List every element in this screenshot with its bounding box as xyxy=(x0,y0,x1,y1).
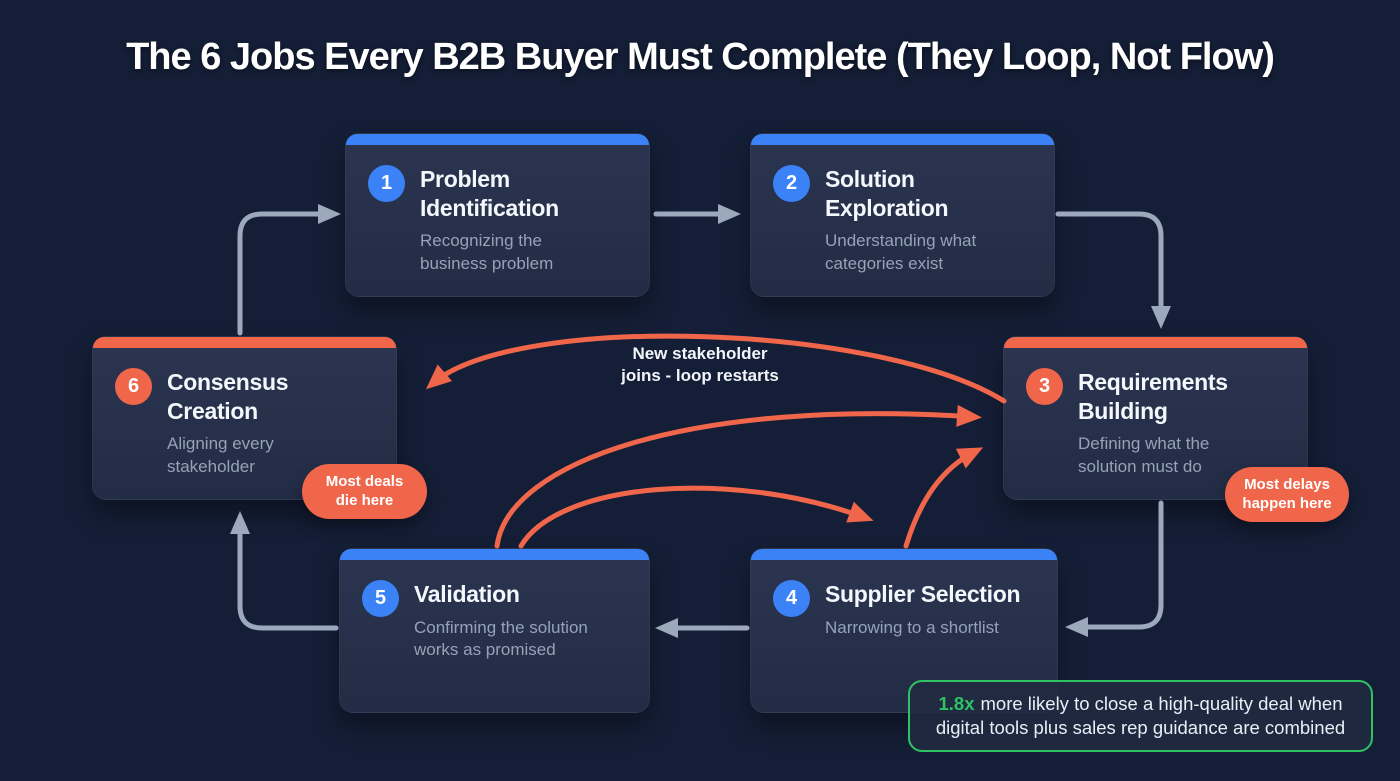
step-number-badge: 5 xyxy=(362,580,399,617)
card-accent-bar xyxy=(93,337,396,348)
step-number-badge: 6 xyxy=(115,368,152,405)
loop-note: New stakeholder joins - loop restarts xyxy=(585,343,815,387)
arrow-solution-to-requirements xyxy=(1055,211,1171,329)
step-number: 3 xyxy=(1038,375,1051,397)
stat-text: more likely to close a high-quality deal… xyxy=(935,692,1346,738)
card-accent-bar xyxy=(340,549,649,560)
card-title: Consensus Creation xyxy=(167,369,289,424)
job-card-requirements-building: 3 Requirements Building Defining what th… xyxy=(1003,336,1308,500)
step-number-badge: 1 xyxy=(368,165,405,202)
badge-most-deals-die-here: Most deals die here xyxy=(302,464,427,519)
diagram-title: The 6 Jobs Every B2B Buyer Must Complete… xyxy=(126,36,1275,78)
arrow-requirements-to-supplier xyxy=(1065,500,1164,637)
step-number: 6 xyxy=(127,375,140,397)
badge-most-delays-happen-here: Most delays happen here xyxy=(1225,467,1349,522)
arrow-supplier-to-requirements xyxy=(903,447,984,549)
card-accent-bar xyxy=(751,134,1054,145)
arrow-validation-to-requirements xyxy=(494,404,982,549)
job-card-solution-exploration: 2 Solution Exploration Understanding wha… xyxy=(750,133,1055,297)
card-title: Requirements Building xyxy=(1078,369,1228,424)
step-number: 4 xyxy=(785,587,798,609)
card-accent-bar xyxy=(346,134,649,145)
loop-note-line1: New stakeholder xyxy=(632,344,768,363)
card-subtitle: Narrowing to a shortlist xyxy=(825,617,999,637)
step-number-badge: 3 xyxy=(1026,368,1063,405)
card-subtitle: Aligning every stakeholder xyxy=(167,434,274,476)
job-card-validation: 5 Validation Confirming the solution wor… xyxy=(339,548,650,713)
step-number-badge: 4 xyxy=(773,580,810,617)
step-number: 5 xyxy=(374,587,387,609)
step-number: 1 xyxy=(380,172,393,194)
card-title: Problem Identification xyxy=(420,166,559,221)
card-subtitle: Understanding what categories exist xyxy=(825,231,977,273)
arrow-consensus-to-problem xyxy=(237,204,341,336)
card-accent-bar xyxy=(751,549,1057,560)
card-subtitle: Recognizing the business problem xyxy=(420,231,554,273)
step-number: 2 xyxy=(785,172,798,194)
card-subtitle: Confirming the solution works as promise… xyxy=(414,617,588,660)
card-title: Supplier Selection xyxy=(825,581,1021,607)
arrow-validation-to-consensus xyxy=(230,511,339,631)
card-title: Solution Exploration xyxy=(825,166,949,221)
job-card-problem-identification: 1 Problem Identification Recognizing the… xyxy=(345,133,650,297)
step-number-badge: 2 xyxy=(773,165,810,202)
arrow-validation-to-supplier xyxy=(518,485,874,549)
loop-note-line2: joins - loop restarts xyxy=(621,366,779,386)
card-accent-bar xyxy=(1004,337,1307,348)
stat-highlight: 1.8x xyxy=(938,692,975,714)
card-subtitle: Defining what the solution must do xyxy=(1078,434,1210,476)
card-title: Validation xyxy=(414,581,520,607)
